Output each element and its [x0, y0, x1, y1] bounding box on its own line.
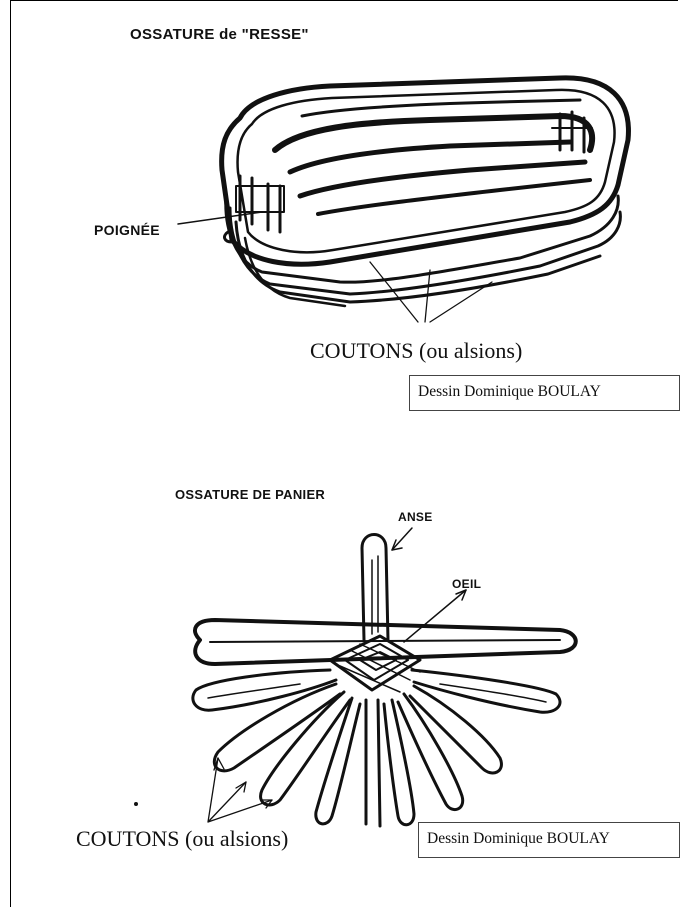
bottom-credit-box: Dessin Dominique BOULAY	[418, 822, 680, 858]
bottom-diagram-title: OSSATURE DE PANIER	[175, 487, 325, 502]
bottom-eye-label: OEIL	[452, 577, 481, 591]
bottom-handle-label: ANSE	[398, 510, 433, 524]
bottom-ribs-label: COUTONS (ou alsions)	[76, 826, 288, 852]
stray-dot	[134, 802, 138, 806]
